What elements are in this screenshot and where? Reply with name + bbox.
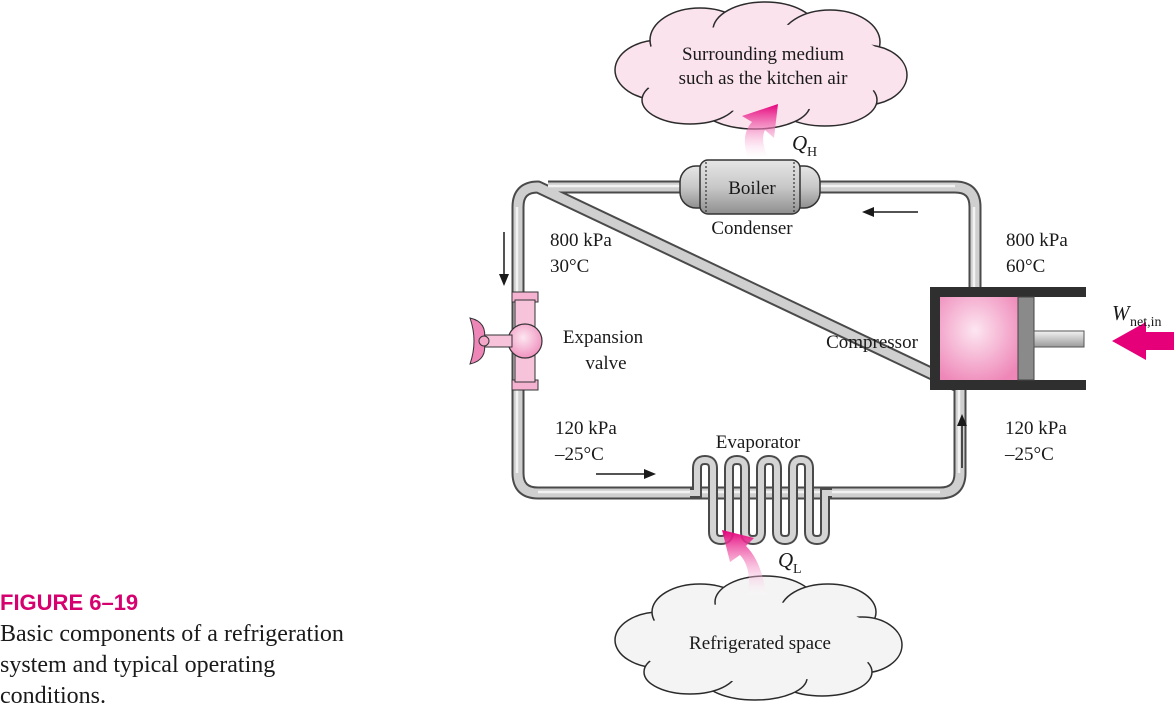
work-symbol: W xyxy=(1112,301,1132,325)
heat-absorption-arrow xyxy=(722,530,766,595)
caption-line-1: Basic components of a refrigeration xyxy=(0,621,344,647)
condenser-boiler xyxy=(679,159,821,215)
valve-exit-pressure: 120 kPa xyxy=(555,418,617,439)
condenser-exit-pressure: 800 kPa xyxy=(550,230,612,251)
caption-line-3: conditions. xyxy=(0,683,106,707)
surrounding-medium-line2: such as the kitchen air xyxy=(679,68,849,89)
caption-line-2: system and typical operating xyxy=(0,652,275,678)
qh-symbol: Q xyxy=(792,131,807,155)
work-input-arrow xyxy=(1112,322,1174,360)
compressor xyxy=(930,287,1086,390)
refrigerated-space-cloud xyxy=(614,575,903,701)
flow-arrow-right-up xyxy=(957,414,967,468)
evaporator-coil xyxy=(690,454,832,546)
expansion-valve xyxy=(469,291,543,391)
qh-subscript: H xyxy=(807,145,817,160)
expansion-valve-label-2: valve xyxy=(585,353,626,374)
surrounding-medium-line1: Surrounding medium xyxy=(682,44,844,65)
flow-arrow-bottom-right xyxy=(596,469,656,479)
heat-rejection-arrow xyxy=(742,104,778,158)
condenser-label: Condenser xyxy=(711,218,793,239)
work-subscript: net,in xyxy=(1130,315,1162,330)
expansion-valve-label-1: Expansion xyxy=(563,327,644,348)
ql-symbol: Q xyxy=(778,548,793,572)
compressor-label: Compressor xyxy=(826,332,919,353)
condenser-exit-temperature: 30°C xyxy=(550,256,589,277)
refrigerated-space-label: Refrigerated space xyxy=(689,633,831,654)
compressor-exit-temperature: 60°C xyxy=(1006,256,1045,277)
compressor-inlet-pressure: 120 kPa xyxy=(1005,418,1067,439)
evaporator-label: Evaporator xyxy=(716,432,801,453)
ql-subscript: L xyxy=(793,562,802,577)
flow-arrow-left-down xyxy=(499,232,509,286)
flow-arrow-top-left xyxy=(862,207,918,217)
surrounding-medium-cloud xyxy=(614,1,908,130)
figure-number: FIGURE 6–19 xyxy=(0,590,138,615)
valve-exit-temperature: –25°C xyxy=(554,444,604,465)
boiler-label: Boiler xyxy=(728,178,776,199)
compressor-inlet-temperature: –25°C xyxy=(1004,444,1054,465)
compressor-exit-pressure: 800 kPa xyxy=(1006,230,1068,251)
